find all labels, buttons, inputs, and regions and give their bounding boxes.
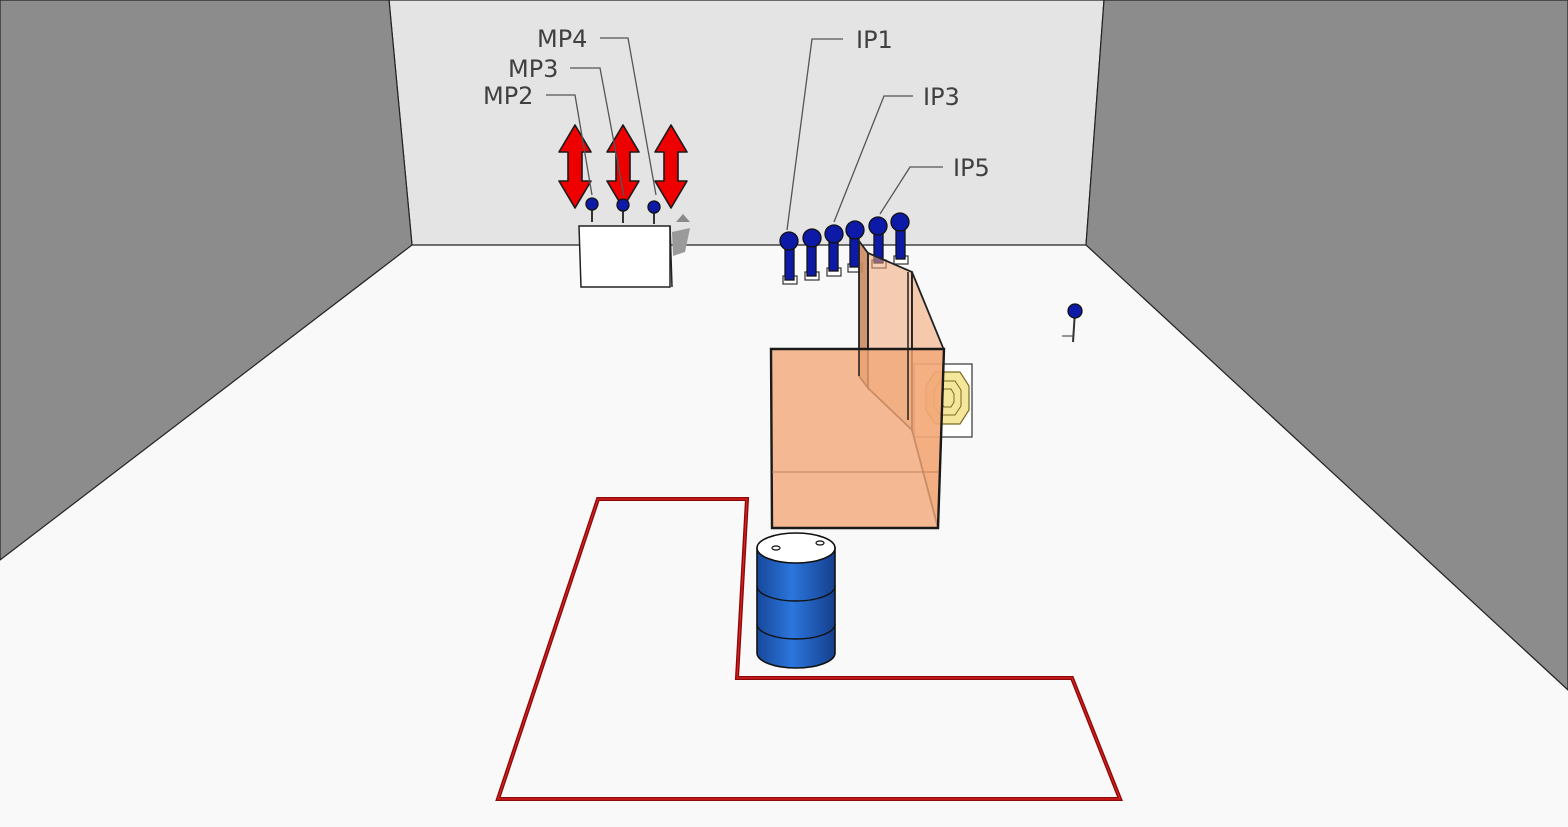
popper-target-3	[824, 224, 844, 277]
label-ip3: IP3	[923, 83, 960, 111]
moving-target-mp3	[616, 198, 630, 223]
popper-target-1	[779, 231, 799, 285]
red-double-arrow-icon	[654, 124, 688, 209]
moving-target-mp2	[585, 197, 599, 222]
back-wall	[388, 0, 1105, 246]
label-mp4: MP4	[537, 25, 587, 53]
shooting-box-boundary-inner	[497, 498, 1121, 800]
front-panel	[769, 347, 946, 530]
leader-mp2	[546, 94, 593, 196]
oil-barrel-icon	[756, 532, 836, 669]
leader-ip3	[833, 95, 913, 223]
right-wall	[1085, 0, 1568, 691]
label-ip1: IP1	[856, 26, 893, 54]
white-box	[578, 214, 690, 288]
popper-target-6	[890, 212, 910, 265]
popper-target-4	[845, 220, 865, 273]
leader-mp3	[570, 67, 625, 197]
barrier-panels	[769, 238, 946, 530]
leader-ip5	[879, 166, 943, 215]
label-ip5: IP5	[953, 154, 990, 182]
label-mp2: MP2	[483, 82, 533, 110]
popper-target-right	[1062, 303, 1083, 343]
moving-target-mp4	[647, 200, 661, 224]
label-mp3: MP3	[508, 55, 558, 83]
leader-mp4	[600, 37, 657, 196]
popper-target-2	[802, 228, 822, 281]
leader-ip1	[786, 38, 843, 231]
left-wall	[0, 0, 413, 561]
